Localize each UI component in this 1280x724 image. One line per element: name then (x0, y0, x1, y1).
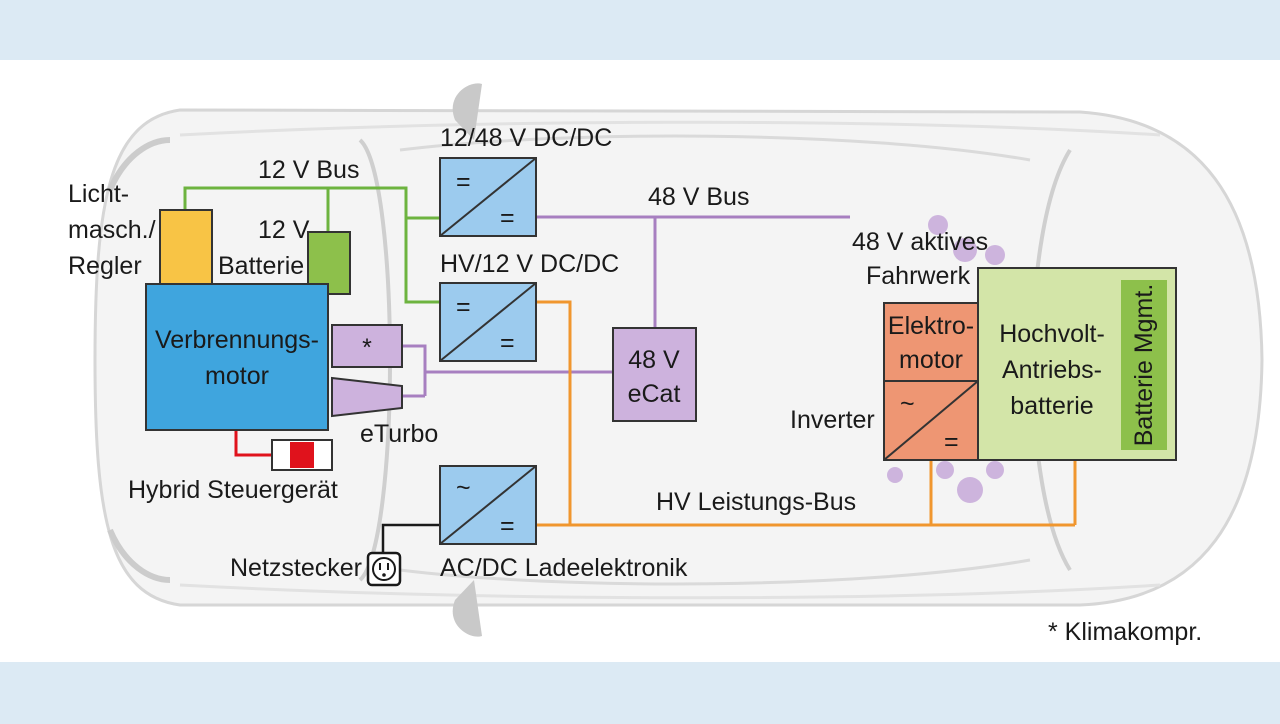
elektromotor-label-2: motor (899, 346, 963, 374)
inverter-label: Inverter (790, 406, 875, 434)
hochvolt-batterie-label-1: Hochvolt- (999, 320, 1105, 348)
bus-hv-lines (536, 300, 1077, 527)
batterie-12v-label-1: 12 V (258, 216, 310, 244)
ladeelektronik-converter: ~ = (439, 465, 537, 545)
ladeelektronik-symbol-ac: ~ (456, 474, 471, 502)
ecat-label-2: eCat (628, 380, 681, 408)
lichtmaschine-label-2: masch./ (68, 216, 156, 244)
hochvolt-batterie-label-3: batterie (1010, 392, 1093, 420)
klimakompressor-box (331, 324, 403, 368)
ecat-label-1: 48 V (628, 346, 680, 374)
car-roof-right-rail (399, 558, 1031, 586)
car-mirror-top (452, 83, 482, 140)
inverter-symbol-ac: ~ (900, 390, 915, 418)
netzstecker-label: Netzstecker (230, 554, 362, 582)
batterie-12v-label-2: Batterie (218, 252, 304, 280)
fahrwerk-label-2: Fahrwerk (866, 262, 971, 290)
dcdc-12-48-diagonal (439, 157, 537, 237)
lichtmaschine-label-1: Licht- (68, 180, 129, 208)
bus-12v-lines (183, 186, 440, 304)
inverter-diagonal (883, 380, 979, 461)
dcdc-hv-12-diagonal (439, 282, 537, 362)
car-front-wheel-right (107, 528, 171, 583)
dcdc-12-48-symbol-out: = (500, 204, 515, 232)
verbrennungsmotor-label-1: Verbrennungs- (155, 326, 319, 354)
bus-hv-label: HV Leistungs-Bus (656, 488, 856, 516)
eturbo-label: eTurbo (360, 420, 438, 448)
klimakompressor-symbol: * (362, 334, 372, 362)
netzstecker-cable (381, 523, 440, 553)
dcdc-hv-12-symbol-out: = (500, 329, 515, 357)
inverter-symbol-dc: = (944, 428, 959, 456)
dcdc-hv-12-converter: = = (439, 282, 537, 362)
suspension-dot (953, 238, 977, 262)
ladeelektronik-symbol-dc: = (500, 512, 515, 540)
car-mirror-bottom (452, 580, 482, 637)
inverter-converter: ~ = (883, 380, 979, 461)
bus-12v-line-dcdc2 (404, 218, 440, 304)
car-side-strip-top (179, 120, 1161, 137)
hybrid-steuergeraet-core (290, 442, 314, 468)
bus-12v-label: 12 V Bus (258, 156, 359, 184)
suspension-dot (887, 467, 903, 483)
car-front-wheel-left (107, 137, 171, 192)
netzstecker-socket-icon (366, 551, 402, 587)
dcdc-hv-12-symbol-in: = (456, 293, 471, 321)
dcdc-12-48-converter: = = (439, 157, 537, 237)
suspension-dot (928, 215, 948, 235)
suspension-dot (957, 477, 983, 503)
bus-hv-line-dcdc (536, 300, 572, 525)
hybrid-control-link (234, 430, 272, 457)
fahrwerk-label-1: 48 V aktives (852, 228, 988, 256)
batterie-mgmt-box (1121, 280, 1167, 450)
elektromotor-label-1: Elektro- (888, 312, 974, 340)
bus-12v-line-dcdc1 (328, 186, 440, 220)
verbrennungsmotor-label-2: motor (205, 362, 269, 390)
suspension-dot (986, 461, 1004, 479)
bus-48v-lines (402, 215, 850, 398)
bus-48v-label: 48 V Bus (648, 183, 749, 211)
bus-48v-line-klima (402, 344, 613, 374)
ecat-box (612, 327, 697, 422)
car-side-strip-bottom (179, 583, 1161, 600)
elektromotor-box (883, 302, 979, 382)
ladeelektronik-diagonal (439, 465, 537, 545)
car-roof-left-rail (399, 134, 1031, 162)
hochvolt-batterie-label-2: Antriebs- (1002, 356, 1102, 384)
ladeelektronik-label: AC/DC Ladeelektronik (440, 554, 688, 582)
footnote-klimakompr: * Klimakompr. (1048, 618, 1202, 646)
dcdc-hv-12-label: HV/12 V DC/DC (440, 250, 619, 278)
bus-12v-line-top (183, 186, 330, 232)
suspension-dot (936, 461, 954, 479)
suspension-dot (985, 245, 1005, 265)
eturbo-shape (331, 376, 403, 418)
hybrid-steuergeraet-label: Hybrid Steuergerät (128, 476, 338, 504)
verbrennungsmotor-box (145, 283, 329, 431)
batterie-mgmt-label: Batterie Mgmt. (1130, 284, 1158, 447)
lichtmaschine-box (159, 209, 213, 285)
dcdc-12-48-label: 12/48 V DC/DC (440, 124, 612, 152)
lichtmaschine-label-3: Regler (68, 252, 142, 280)
suspension-dots (887, 215, 1005, 503)
dcdc-12-48-symbol-in: = (456, 168, 471, 196)
